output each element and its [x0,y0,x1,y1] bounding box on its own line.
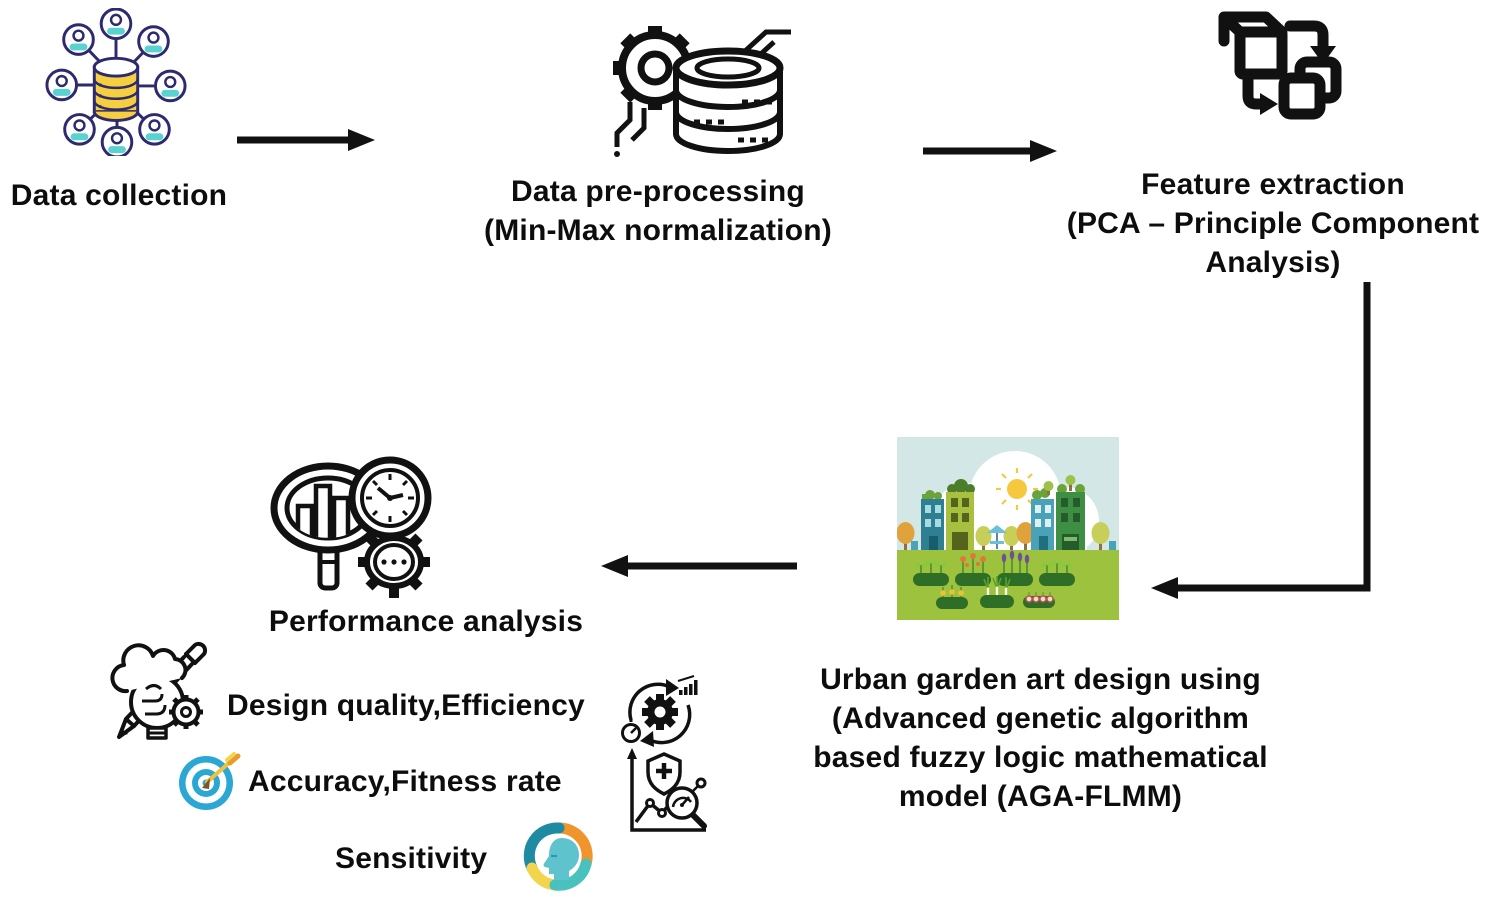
solid-gear [642,694,678,730]
bar-chart [295,483,351,538]
metric-accuracy-label: Accuracy,Fitness rate [248,765,562,798]
database-network-icon [45,8,187,156]
data-collection-label: Data collection [10,179,228,212]
preprocessing-label-line1: Data pre-processing [511,175,805,208]
clock [348,456,432,540]
down-arrowhead [1310,46,1336,64]
urban-garden-label-line2: (Advanced genetic algorithm [831,702,1250,735]
feature-extraction-label: Feature extraction (PCA – Principle Comp… [1040,165,1500,282]
gauge-magnifier [665,777,707,829]
gear-cycle-chart-stopwatch-icon [621,675,698,747]
urban-garden-label-line4: model (AGA-FLMM) [898,780,1183,813]
shield-cross [646,752,682,796]
metric-design-quality-label: Design quality,Efficiency [227,689,585,722]
user-nodes [45,8,187,156]
umbrella-table [987,525,1007,549]
arrow-garden-to-performance [601,555,797,577]
preprocessing-label: Data pre-processing (Min-Max normalizati… [480,172,836,250]
cube-transform-icon [1218,11,1342,120]
right-arrowhead [1260,93,1278,115]
building-teal-left [921,490,944,552]
garden-beds-row2 [936,576,1055,609]
target-arrow-icon [179,752,241,810]
magnifier-chart-clock-gear-icon [270,456,432,598]
urban-garden-label: Urban garden art design using (Advanced … [788,660,1293,816]
trees [897,522,1110,553]
gear-database-icon [613,26,791,157]
small-gear [169,695,203,729]
sun-icon [996,468,1038,510]
database-stack [672,47,784,154]
feature-label-line1: Feature extraction [1141,168,1405,201]
gear [613,26,697,110]
arrow-preprocessing-to-feature [923,140,1057,162]
preprocessing-label-line2: (Min-Max normalization) [484,214,832,247]
head-profile [543,838,579,880]
database-cylinder [92,56,140,122]
idea-design-pencil-gear-icon [110,641,208,740]
connector-feature-to-garden [1151,282,1371,599]
building-green-left [946,479,975,552]
feature-label-line3: Analysis) [1205,246,1341,279]
urban-garden-illustration [897,437,1119,620]
garden-beds-row1 [913,550,1075,586]
urban-garden-label-line1: Urban garden art design using [820,663,1261,696]
head-profile-ring-icon [523,822,593,891]
mini-stopwatch [621,719,641,743]
feature-label-line2: (PCA – Principle Component [1066,207,1480,240]
building-darkgreen-right [1056,475,1085,552]
buildings [911,475,1116,552]
gear [358,533,430,598]
building-blue-right [1031,481,1054,552]
shield-analytics-magnifier-icon [627,748,707,832]
urban-garden-label-line3: based fuzzy logic mathematical [813,741,1268,774]
metric-sensitivity-label: Sensitivity [335,842,488,875]
arrow-shaft [202,752,241,789]
mini-bar-chart [679,680,698,695]
arrow-collection-to-preprocessing [237,129,375,151]
performance-analysis-label: Performance analysis [268,605,584,638]
